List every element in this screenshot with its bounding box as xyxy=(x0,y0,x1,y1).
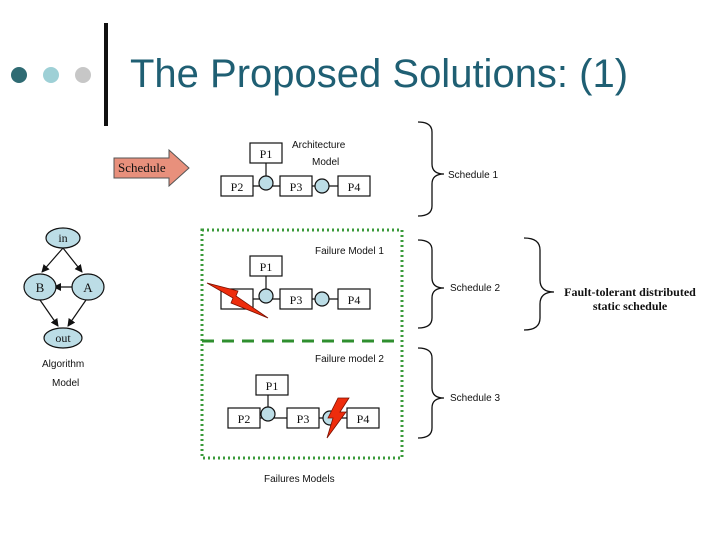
svg-text:P2: P2 xyxy=(238,412,251,426)
brace-1 xyxy=(417,121,445,217)
svg-text:P4: P4 xyxy=(357,412,370,426)
result-line-2: static schedule xyxy=(593,299,668,313)
schedule-3-label: Schedule 3 xyxy=(450,393,500,404)
proc-p1 xyxy=(249,255,283,277)
title-dot-mid xyxy=(43,67,59,83)
proc-p2 xyxy=(220,175,254,197)
node-in-label: in xyxy=(58,231,67,245)
node-b xyxy=(23,273,57,301)
architecture-label: Architecture xyxy=(292,140,346,151)
brace-2 xyxy=(417,239,445,329)
title-rule xyxy=(104,23,108,126)
failure-model-1: Failure Model 1 P1 P3 P4 xyxy=(206,246,384,319)
title-dot-dark xyxy=(11,67,27,83)
lightning-bolt-icon xyxy=(326,397,350,439)
title-dot-light xyxy=(75,67,91,83)
svg-text:P2: P2 xyxy=(231,180,244,194)
proc-p3 xyxy=(286,407,320,429)
schedule-1-label: Schedule 1 xyxy=(448,170,498,181)
svg-text:P4: P4 xyxy=(348,293,361,307)
failure-model-2-label: Failure model 2 xyxy=(315,354,384,365)
proc-p3 xyxy=(279,175,313,197)
node-in xyxy=(45,227,81,249)
svg-text:P1: P1 xyxy=(260,147,273,161)
brace-3 xyxy=(417,347,445,439)
svg-text:P3: P3 xyxy=(290,180,303,194)
svg-text:P3: P3 xyxy=(297,412,310,426)
failure-model-1-label: Failure Model 1 xyxy=(315,246,384,257)
lightning-bolt-icon xyxy=(206,282,269,319)
schedule-arrow-label: Schedule xyxy=(118,160,166,175)
proc-p3 xyxy=(279,288,313,310)
proc-p4 xyxy=(346,407,380,429)
link-node xyxy=(314,178,330,194)
architecture-model: Architecture Model P1 P2 P3 P4 xyxy=(220,140,371,197)
proc-p4 xyxy=(337,175,371,197)
schedule-2-label: Schedule 2 xyxy=(450,283,500,294)
svg-text:P4: P4 xyxy=(348,180,361,194)
svg-text:P1: P1 xyxy=(260,260,273,274)
svg-text:P3: P3 xyxy=(290,293,303,307)
algorithm-graph: in B A out Algorithm Model xyxy=(23,227,105,389)
failure-model-2: Failure model 2 P1 P2 P3 P4 xyxy=(227,354,384,439)
bus-node xyxy=(258,175,274,191)
schedule-braces xyxy=(417,121,555,439)
node-a-label: A xyxy=(83,280,93,295)
brace-result xyxy=(523,237,555,331)
node-a xyxy=(71,273,105,301)
proc-p4 xyxy=(337,288,371,310)
failure-models-box xyxy=(200,228,404,460)
proc-p2 xyxy=(227,407,261,429)
node-out-label: out xyxy=(55,331,71,345)
result-line-1: Fault-tolerant distributed xyxy=(564,285,696,299)
proc-p1 xyxy=(249,142,283,164)
slide-title: The Proposed Solutions: (1) xyxy=(130,52,629,96)
failures-models-label: Failures Models xyxy=(264,474,335,485)
svg-text:P1: P1 xyxy=(266,379,279,393)
architecture-model-label: Model xyxy=(312,157,339,168)
schedule-arrow: Schedule xyxy=(113,148,190,188)
node-b-label: B xyxy=(36,280,45,295)
proc-p1 xyxy=(255,374,289,396)
algorithm-model-label: Model xyxy=(52,378,79,389)
algorithm-label: Algorithm xyxy=(42,359,84,370)
node-out xyxy=(43,327,83,349)
